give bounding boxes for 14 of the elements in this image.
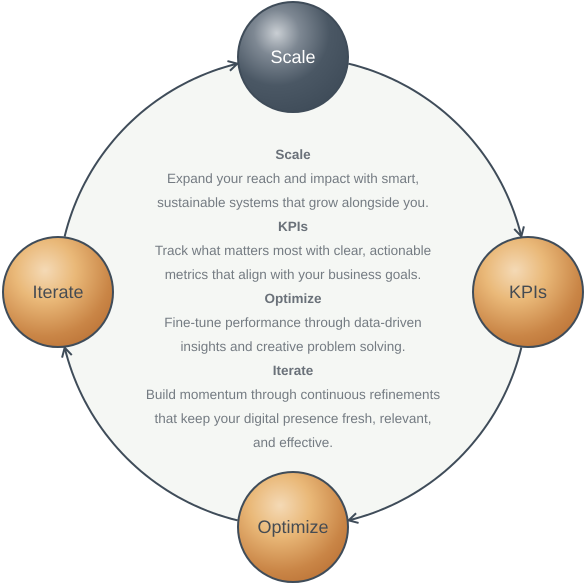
arrow <box>61 346 238 522</box>
step-heading: KPIs <box>276 218 309 236</box>
arrow <box>64 60 238 237</box>
step-description: Expand your reach and impact with smart, sustainable systems that grow alongside you. <box>156 170 430 212</box>
arrow <box>348 347 522 524</box>
step-description: Fine-tune performance through data-driven insights and creative problem solving. <box>163 314 423 356</box>
step-circle: Iterate <box>2 236 114 348</box>
step-circle: Scale <box>237 1 349 113</box>
step-heading: Scale <box>274 146 312 164</box>
step-heading: Iterate <box>272 362 314 380</box>
step-description: Build momentum through continuous refinements that keep your digital presence fresh, relevant, and effective. <box>144 386 442 452</box>
step-heading: Optimize <box>263 290 322 308</box>
step-description: Track what matters most with clear, actionable metrics that align with your business goals. <box>154 242 432 284</box>
arrow <box>348 62 525 238</box>
